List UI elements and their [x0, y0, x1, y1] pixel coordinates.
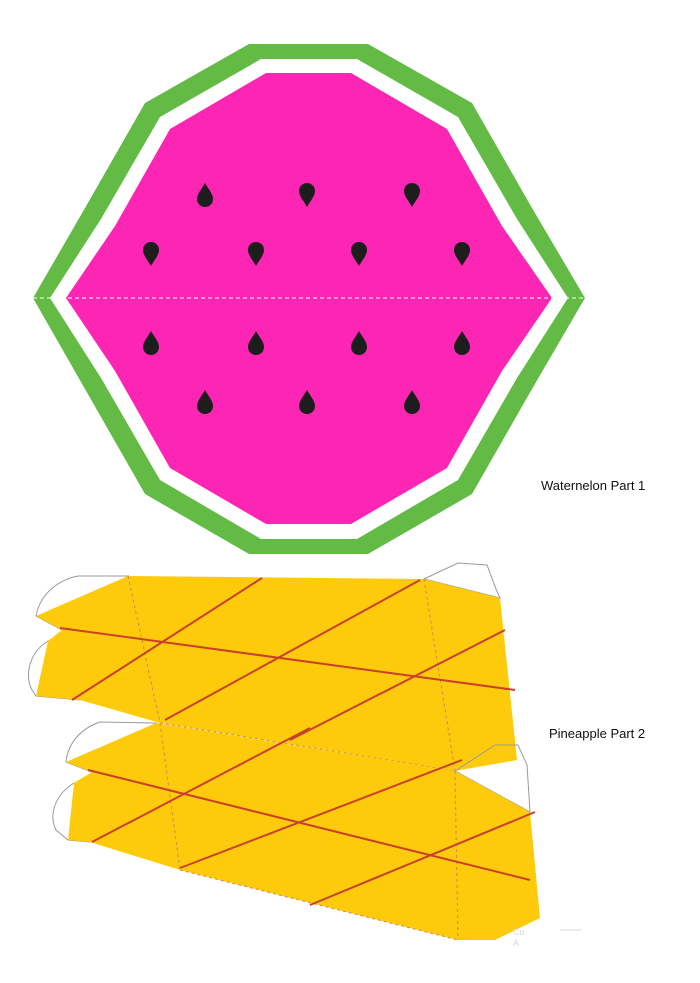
watermelon-seed-icon [351, 331, 367, 355]
watermelon-seed-icon [299, 390, 315, 414]
watermelon-part-label: Waternelon Part 1 [541, 478, 646, 493]
pineapple-part-2 [28, 562, 540, 941]
watermelon-seed-icon [299, 183, 315, 207]
pineapple-diagonals-top [59, 577, 516, 741]
watermelon-part-1 [33, 44, 585, 554]
svg-text:A: A [513, 938, 519, 948]
pineapple-part-label: Pineapple Part 2 [549, 726, 646, 741]
glue-flap-left-top-2 [65, 721, 158, 773]
pineapple-strip-bottom [52, 721, 540, 941]
watermelon-seed-icon [248, 331, 264, 355]
pineapple-body-top [36, 576, 517, 771]
fold-lines-top [127, 575, 456, 772]
fold-lines-bottom [159, 722, 459, 941]
glue-flap-left-top [35, 575, 130, 631]
glue-flap-right [422, 562, 501, 599]
watermelon-seed-icon [197, 183, 213, 207]
watermelon-seed-icon [248, 242, 264, 266]
svg-text:Co: Co [513, 927, 525, 937]
pineapple-strip-top [28, 562, 517, 772]
watermelon-seed-icon [454, 242, 470, 266]
watermelon-seed-icon [143, 242, 159, 266]
watermelon-seed-icon [404, 183, 420, 207]
glue-flap-left-bottom [28, 640, 81, 701]
watermelon-seed-icon [197, 390, 213, 414]
pineapple-body-bottom [66, 723, 540, 940]
watermelon-seed-icon [143, 331, 159, 355]
watermelon-seed-icon [454, 331, 470, 355]
pineapple-diagonals-bottom [87, 727, 536, 906]
watermelon-seed-icon [404, 390, 420, 414]
watermelon-seeds [143, 183, 470, 414]
watermelon-seed-icon [351, 242, 367, 266]
watermark: Co A [513, 927, 582, 948]
